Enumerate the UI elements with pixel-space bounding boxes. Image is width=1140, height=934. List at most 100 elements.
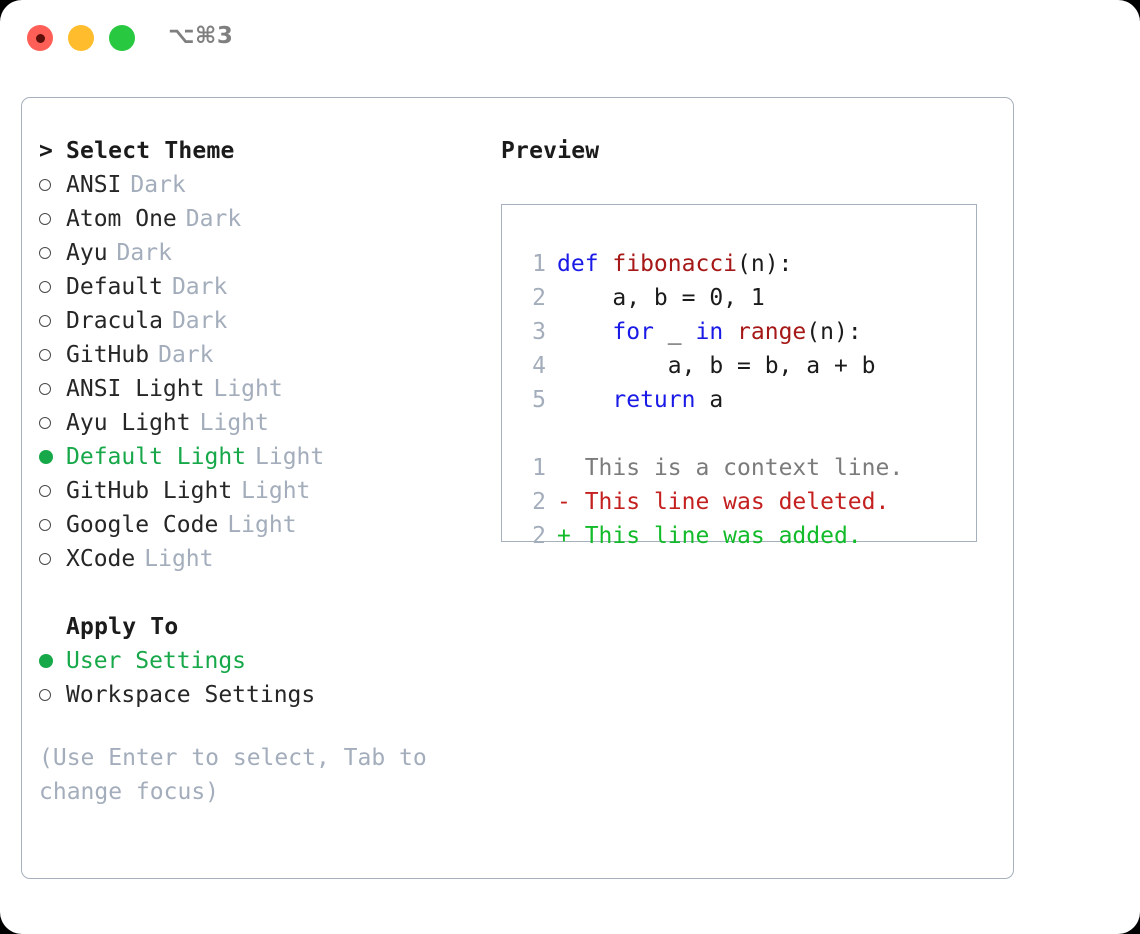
caret-icon: > <box>39 138 54 164</box>
diff-line: 2 + This line was added. <box>516 519 903 553</box>
theme-list-item[interactable]: ANSI Light Light <box>39 372 499 406</box>
window-controls <box>27 25 135 51</box>
theme-picker-title: Select Theme <box>66 138 235 164</box>
code-token: a, b = 0, 1 <box>557 285 765 311</box>
theme-name: GitHub Light <box>66 478 233 504</box>
theme-name: Google Code <box>66 512 219 538</box>
bullet-glyph <box>39 179 51 191</box>
bullet-glyph <box>39 450 53 464</box>
theme-list-item[interactable]: XCode Light <box>39 542 499 576</box>
keyboard-hint: (Use Enter to select, Tab to change focu… <box>39 745 427 805</box>
theme-variant-tag: Light <box>199 410 269 436</box>
theme-name: XCode <box>66 546 136 572</box>
bullet-glyph <box>39 281 51 293</box>
code-token: for <box>612 319 654 345</box>
theme-name: Ayu <box>66 240 108 266</box>
diff-body: This is a context line. <box>584 455 904 481</box>
bullet-glyph <box>39 247 51 259</box>
theme-list-item[interactable]: Dracula Dark <box>39 304 499 338</box>
theme-variant-tag: Light <box>241 478 311 504</box>
theme-name: Dracula <box>66 308 163 334</box>
bullet-glyph <box>39 553 51 565</box>
code-line: 4 a, b = b, a + b <box>516 349 903 383</box>
theme-name: Default <box>66 274 163 300</box>
code-line: 2 a, b = 0, 1 <box>516 281 903 315</box>
line-number: 3 <box>532 319 546 345</box>
code-token <box>557 319 612 345</box>
bullet-glyph <box>39 213 51 225</box>
line-number: 1 <box>532 251 546 277</box>
apply-to-item[interactable]: Workspace Settings <box>39 678 499 712</box>
theme-variant-tag: Light <box>213 376 283 402</box>
theme-variant-tag: Dark <box>130 172 186 198</box>
bullet-glyph <box>39 383 51 395</box>
theme-variant-tag: Light <box>227 512 297 538</box>
theme-variant-tag: Dark <box>171 274 228 300</box>
line-number: 1 <box>532 455 546 481</box>
code-blank-line <box>516 417 903 451</box>
code-text: a, b = 0, 1 <box>557 281 765 315</box>
theme-list-item[interactable]: Ayu Dark <box>39 236 499 270</box>
diff-marker: - <box>557 489 585 515</box>
code-token <box>557 387 612 413</box>
apply-to-label: User Settings <box>66 648 247 674</box>
minimize-button-icon[interactable] <box>68 25 94 51</box>
line-number: 2 <box>532 523 546 549</box>
code-text: def fibonacci(n): <box>557 247 792 281</box>
code-token: range <box>737 319 807 345</box>
line-number: 2 <box>532 489 546 515</box>
diff-text: This is a context line. <box>557 451 904 485</box>
theme-name: ANSI Light <box>66 376 205 402</box>
theme-list-item[interactable]: Google Code Light <box>39 508 499 542</box>
code-token: in <box>695 319 738 345</box>
title-bar: ⌥⌘3 <box>0 0 1140 78</box>
theme-name: ANSI <box>66 172 122 198</box>
maximize-button-icon[interactable] <box>109 25 135 51</box>
theme-variant-tag: Dark <box>171 308 228 334</box>
apply-to-label: Workspace Settings <box>66 682 316 708</box>
code-token: _ <box>653 319 696 345</box>
code-token: a, b = b, a + b <box>557 353 876 379</box>
code-token: def <box>557 251 613 277</box>
code-token: (n): <box>737 251 793 277</box>
apply-to-title: Apply To <box>66 614 179 640</box>
code-token: return <box>612 387 696 413</box>
close-button-icon[interactable] <box>27 25 53 51</box>
theme-name: Ayu Light <box>66 410 191 436</box>
code-line: 5 return a <box>516 383 903 417</box>
code-text: a, b = b, a + b <box>557 349 876 383</box>
diff-marker <box>557 455 585 481</box>
diff-line: 1 This is a context line. <box>516 451 903 485</box>
apply-to-header: Apply To <box>39 610 499 644</box>
diff-line: 2- This line was deleted. <box>516 485 903 519</box>
diff-text: + This line was added. <box>557 519 862 553</box>
preview-title: Preview <box>501 138 600 164</box>
recording-indicator-icon <box>35 33 45 43</box>
theme-variant-tag: Light <box>144 546 214 572</box>
bullet-glyph <box>39 519 51 531</box>
bullet-glyph <box>39 654 53 668</box>
code-text: for _ in range(n): <box>557 315 862 349</box>
line-number: 5 <box>532 387 546 413</box>
theme-list-item[interactable]: Ayu Light Light <box>39 406 499 440</box>
code-token: a <box>695 387 724 413</box>
apply-to-item[interactable]: User Settings <box>39 644 499 678</box>
code-token: fibonacci <box>612 251 738 277</box>
theme-list-item[interactable]: GitHub Light Light <box>39 474 499 508</box>
keyboard-shortcut-label: ⌥⌘3 <box>168 23 234 49</box>
theme-list-item[interactable]: ANSI Dark <box>39 168 499 202</box>
theme-variant-tag: Dark <box>116 240 172 266</box>
code-token: (n): <box>806 319 862 345</box>
theme-list-item[interactable]: Default Dark <box>39 270 499 304</box>
code-line: 3 for _ in range(n): <box>516 315 903 349</box>
theme-picker-header: > Select Theme <box>39 134 499 168</box>
